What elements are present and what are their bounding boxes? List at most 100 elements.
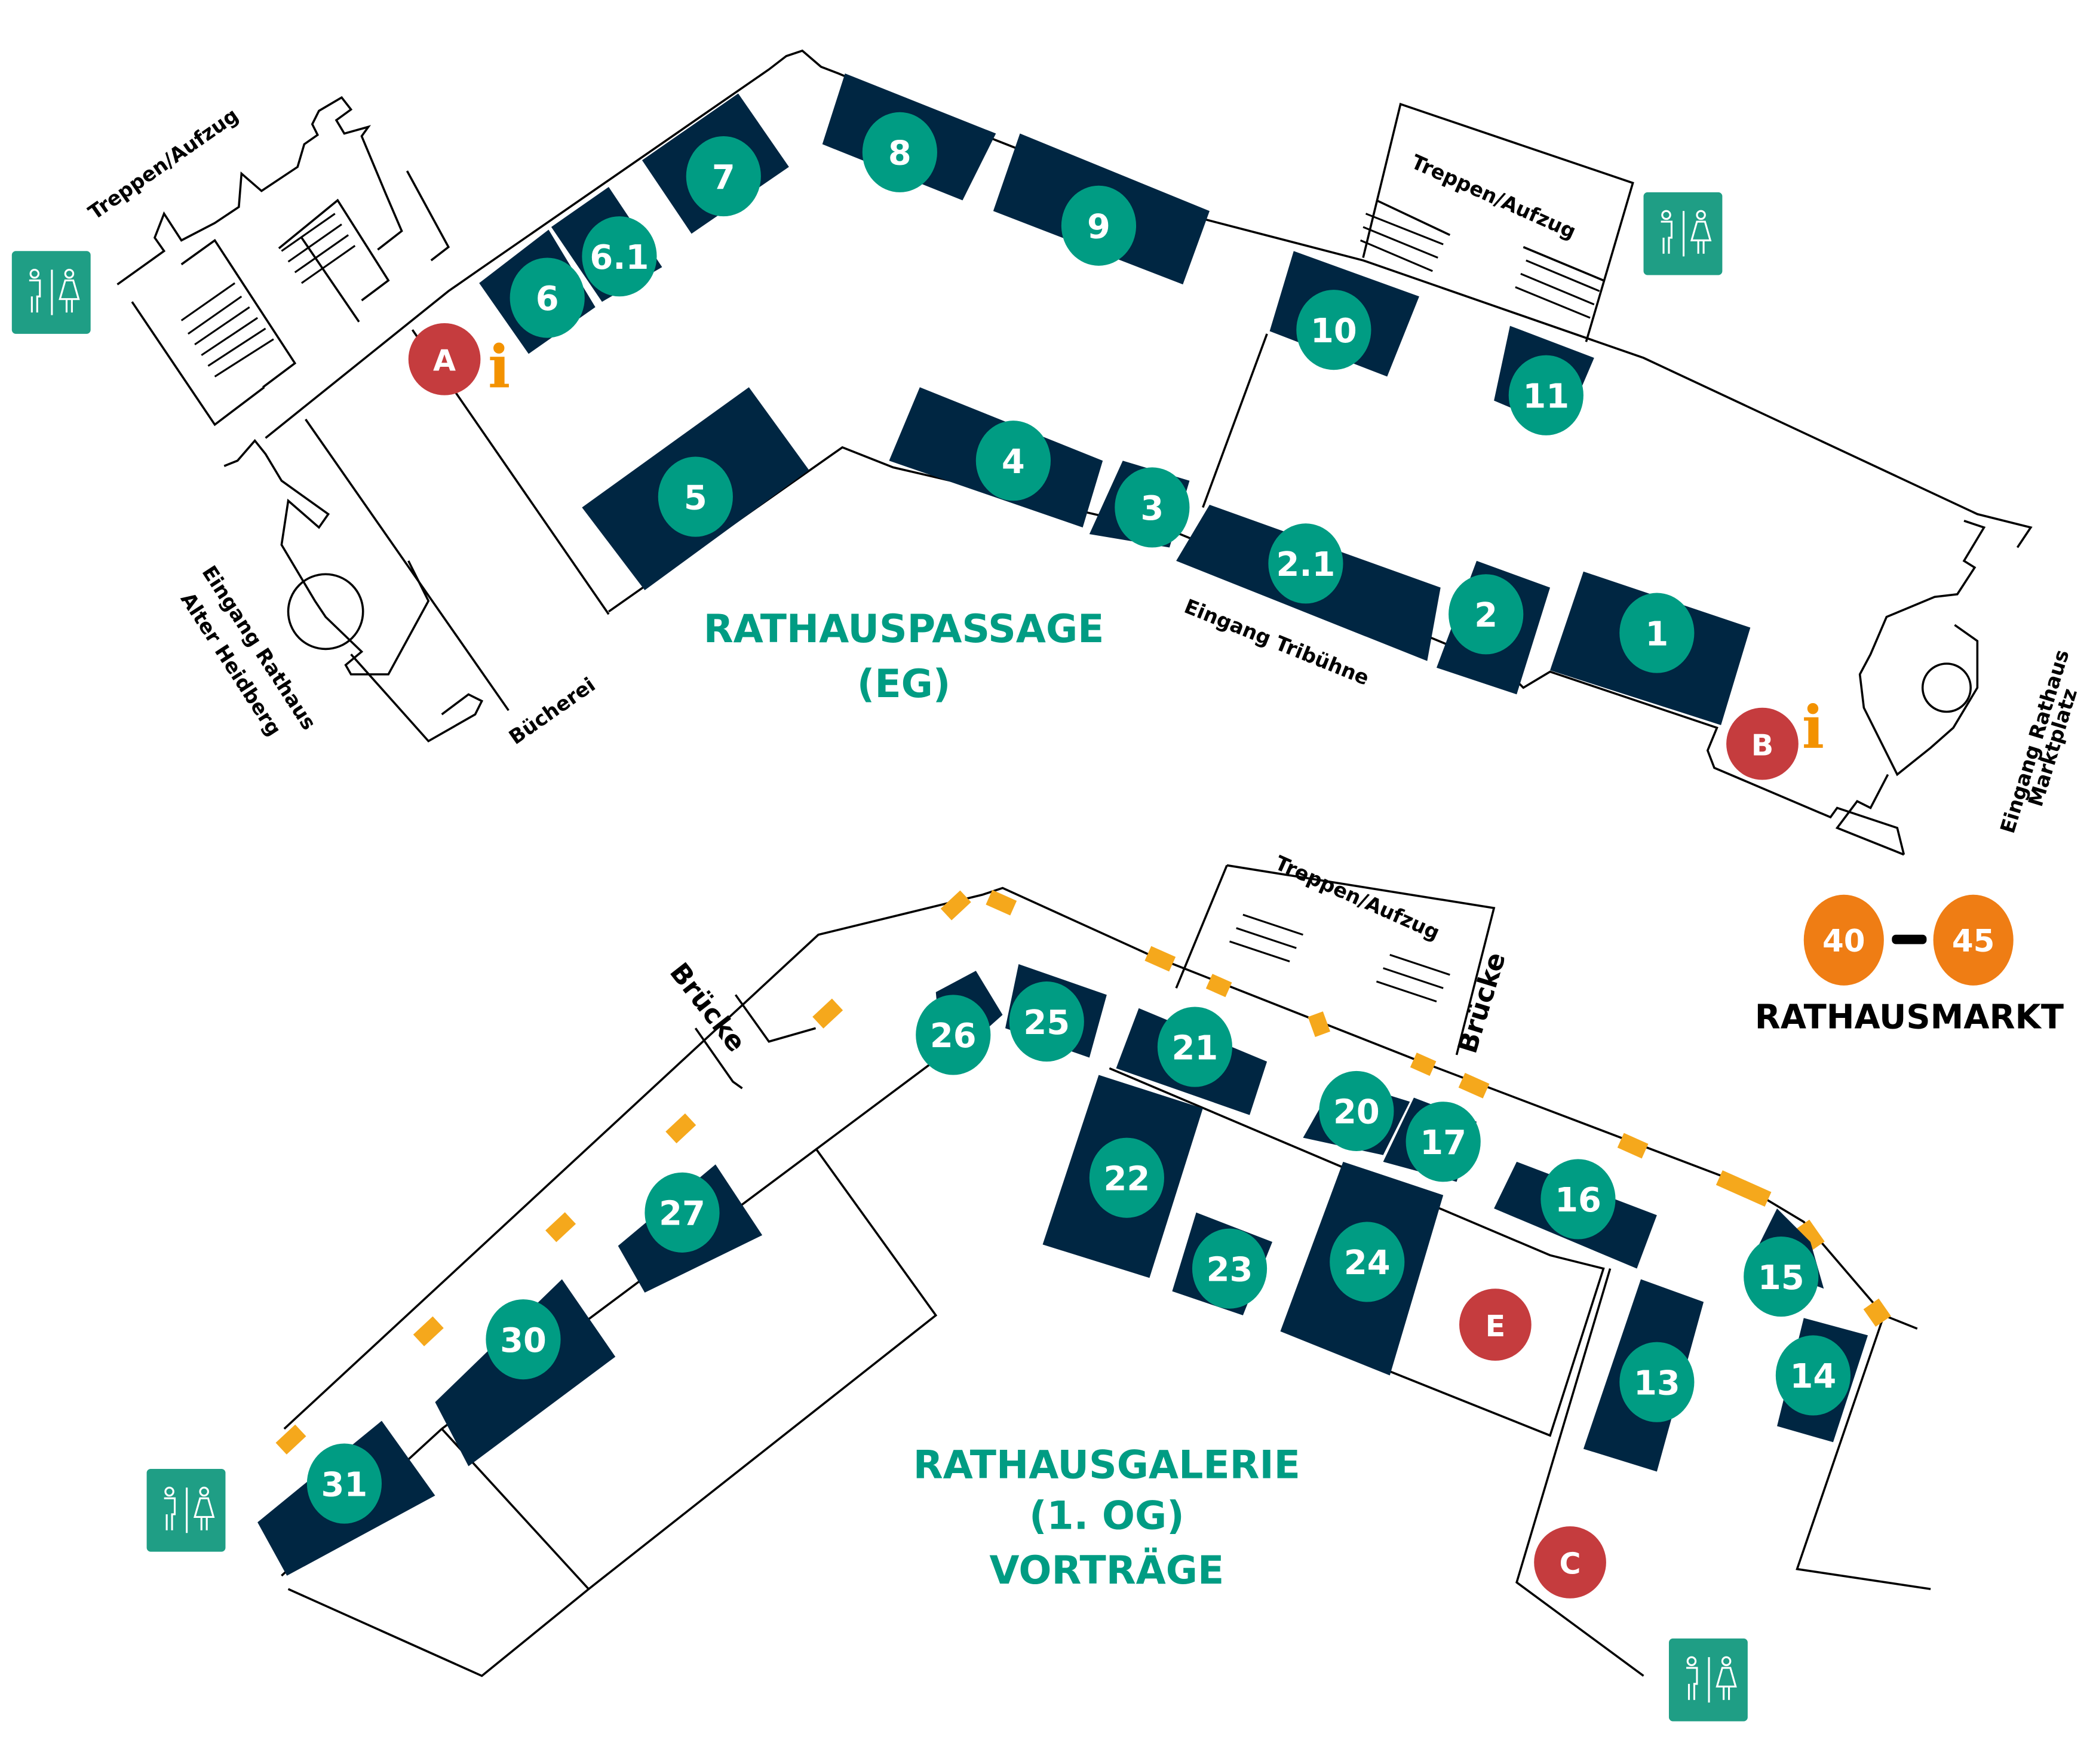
stall-badge[interactable]: 4: [975, 421, 1051, 501]
bridge-marker: [1205, 974, 1232, 998]
stall-badge[interactable]: 11: [1508, 355, 1583, 435]
ground-floor-stall-badges: 1 2 2.1 3 4 5 6 6.1 7 8 9 10 11: [510, 112, 1695, 673]
stall-number: 7: [712, 158, 735, 197]
bridge-label: Brücke: [1452, 949, 1512, 1057]
bridge-marker: [1308, 1011, 1331, 1037]
toilet-icon: [1643, 192, 1723, 275]
info-icon[interactable]: i: [488, 333, 510, 401]
stall-badge[interactable]: 2.1: [1268, 523, 1343, 604]
stall-number: 16: [1555, 1181, 1601, 1220]
stall-badge[interactable]: 10: [1296, 290, 1371, 370]
market-badge-to: [1933, 894, 2014, 986]
stall-badge[interactable]: 8: [862, 112, 937, 192]
bridge-marker: [1617, 1133, 1649, 1159]
stall-badge[interactable]: 6: [510, 257, 585, 338]
bridge-marker: [1144, 946, 1176, 972]
info-icon[interactable]: i: [1802, 694, 1824, 762]
stall-badge[interactable]: 30: [486, 1299, 561, 1380]
point-b[interactable]: B: [1726, 707, 1799, 780]
stall-number: 15: [1758, 1259, 1805, 1297]
stall-number: 23: [1207, 1250, 1253, 1289]
stall-number: 31: [321, 1465, 368, 1504]
bridge-marker: [812, 998, 843, 1029]
area-title-ground: RATHAUSPASSAGE: [704, 607, 1104, 652]
stall-badge[interactable]: 3: [1115, 467, 1190, 548]
stall-badge[interactable]: 25: [1009, 981, 1084, 1062]
stall-number: 17: [1420, 1124, 1466, 1162]
stall-number: 25: [1023, 1004, 1070, 1042]
stall-number: 1: [1645, 615, 1668, 654]
stall-number: 27: [659, 1195, 705, 1234]
bridge-marker: [1863, 1298, 1891, 1327]
point-label: E: [1486, 1309, 1506, 1343]
stall-badge[interactable]: 15: [1744, 1237, 1819, 1317]
point-label: C: [1560, 1547, 1581, 1581]
stall-number: 9: [1087, 208, 1110, 247]
bridge-marker: [1458, 1073, 1490, 1099]
first-floor-stall-badges: 13 14 15 16 17 20 21 22 23 24 25 26 27 3…: [306, 981, 1851, 1524]
stall-badge[interactable]: 27: [645, 1172, 720, 1253]
area-subtitle-first: (1. OG): [1029, 1494, 1184, 1539]
stall-number: 5: [684, 478, 707, 517]
bridge-markers: [275, 889, 1891, 1455]
stall-badge[interactable]: 31: [306, 1443, 382, 1524]
stall-number: 14: [1790, 1357, 1837, 1396]
market-badge-from: [1803, 894, 1884, 986]
stall-badge[interactable]: 6.1: [582, 216, 657, 297]
area-title-first: RATHAUSGALERIE: [913, 1443, 1300, 1488]
stall-number: 8: [888, 134, 912, 173]
bridge-marker: [986, 889, 1017, 916]
stall-number: 2: [1474, 596, 1497, 635]
stall-number: 10: [1311, 312, 1357, 351]
bridge-marker: [1410, 1053, 1437, 1076]
stall-badge[interactable]: 1: [1619, 593, 1695, 673]
bridge-marker: [1716, 1170, 1772, 1207]
bridge-marker: [940, 890, 971, 921]
stall-badge[interactable]: 23: [1192, 1228, 1268, 1309]
stall-number: 30: [500, 1321, 547, 1360]
stall-number: 20: [1333, 1093, 1380, 1132]
toilet-icon: [1668, 1638, 1748, 1722]
stall-badge[interactable]: 26: [916, 995, 991, 1075]
market-to: 45: [1952, 924, 1995, 959]
bridge-marker: [545, 1212, 576, 1243]
stall-number: 13: [1634, 1364, 1680, 1403]
toilet-icon: [11, 251, 91, 334]
stall-number: 26: [930, 1017, 977, 1056]
bridge-marker: [665, 1113, 696, 1143]
stall-badge[interactable]: 22: [1089, 1137, 1164, 1218]
library-label: Bücherei: [505, 673, 600, 749]
stall-badge[interactable]: 20: [1319, 1070, 1394, 1151]
range-dash: [1892, 934, 1927, 944]
stall-number: 24: [1344, 1244, 1391, 1283]
stall-number: 2.1: [1276, 545, 1335, 584]
stall-number: 21: [1172, 1029, 1219, 1067]
toilet-icon: [146, 1468, 226, 1552]
stall-badge[interactable]: 13: [1619, 1342, 1695, 1422]
point-a[interactable]: A: [408, 323, 481, 395]
market-from: 40: [1822, 924, 1865, 959]
stall-badge[interactable]: 14: [1775, 1335, 1851, 1416]
bridge-marker: [275, 1424, 306, 1455]
stall-number: 22: [1104, 1159, 1150, 1198]
stall-badge[interactable]: 16: [1540, 1159, 1616, 1240]
market-title: RATHAUSMARKT: [1755, 998, 2064, 1036]
stall-badge[interactable]: 7: [686, 136, 761, 217]
stall-badge[interactable]: 21: [1157, 1007, 1232, 1087]
stall-number: 11: [1523, 377, 1569, 416]
area-subtitle2-first: VORTRÄGE: [989, 1548, 1224, 1593]
stall-badge[interactable]: 17: [1405, 1102, 1481, 1182]
market-legend[interactable]: 40 45 RATHAUSMARKT: [1755, 894, 2064, 1037]
ground-stairs-steps: [180, 213, 1600, 378]
stall-number: 6: [536, 280, 559, 318]
stall-badge[interactable]: 24: [1330, 1222, 1405, 1302]
stall-badge[interactable]: 5: [658, 456, 733, 537]
bridge-marker: [1796, 1219, 1825, 1251]
point-e[interactable]: E: [1459, 1289, 1532, 1361]
stall-badge[interactable]: 9: [1061, 185, 1137, 266]
stall-number: 4: [1002, 443, 1025, 481]
stairs-label: Treppen/Aufzug: [84, 103, 243, 224]
stall-badge[interactable]: 2: [1449, 574, 1524, 655]
point-c[interactable]: C: [1534, 1526, 1606, 1599]
